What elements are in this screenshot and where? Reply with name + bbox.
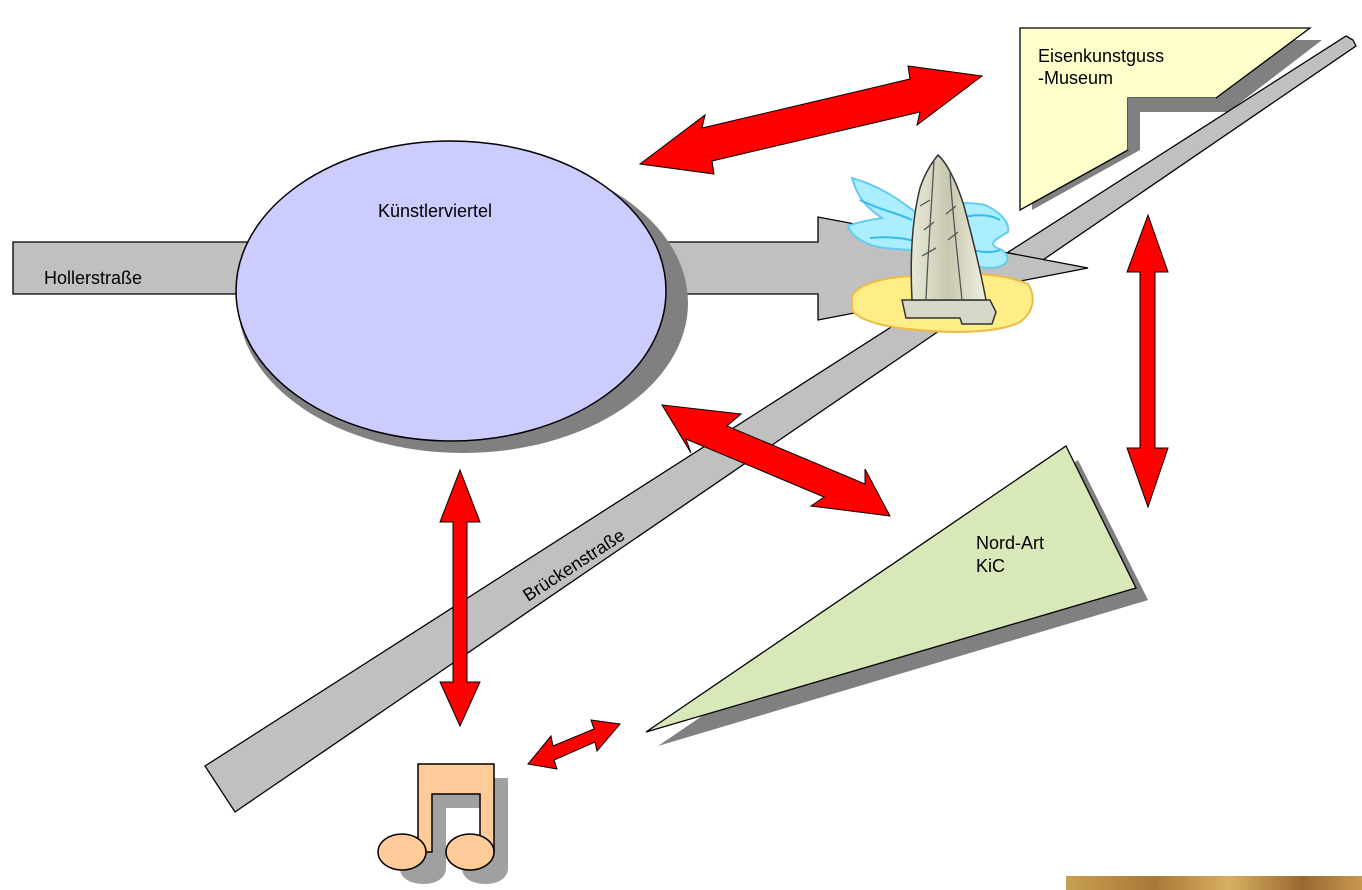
brueckenstrasse-shape [204, 35, 1357, 813]
kuenstlerviertel-area [235, 140, 688, 453]
label-kuenstlerviertel: Künstlerviertel [378, 201, 492, 221]
label-nordart-line1: Nord-Art [976, 533, 1044, 553]
music-note-head-right [445, 833, 495, 871]
connection-arrows [439, 65, 1169, 770]
fountain-base [901, 299, 997, 325]
brueckenstrasse-road [204, 35, 1357, 813]
decorative-image-strip [1066, 876, 1362, 890]
nordart-triangle [645, 445, 1137, 733]
arrow-museum-nordart [1126, 213, 1169, 509]
music-note-icon [377, 763, 508, 884]
arrow-kuenstlerviertel-nordart [661, 404, 891, 517]
kuenstlerviertel-ellipse [235, 140, 667, 442]
arrow-kuenstlerviertel-museum [638, 65, 984, 175]
label-museum-line1: Eisenkunstguss [1038, 46, 1164, 66]
nordart-area [645, 445, 1148, 746]
label-nordart-line2: KiC [976, 556, 1005, 576]
arrow-music-nordart [527, 719, 621, 770]
arrow-kuenstlerviertel-music [439, 468, 481, 728]
music-note-head-left [377, 833, 427, 871]
museum-notch-shadow [1128, 98, 1216, 150]
fountain-icon [846, 153, 1034, 333]
fountain-water-lines [859, 199, 1001, 254]
museum-building [1019, 27, 1322, 212]
label-museum-line2: -Museum [1038, 68, 1113, 88]
fountain-column [910, 153, 987, 301]
fountain-column-detail [919, 159, 963, 301]
label-hollerstrasse: Hollerstraße [44, 268, 142, 288]
